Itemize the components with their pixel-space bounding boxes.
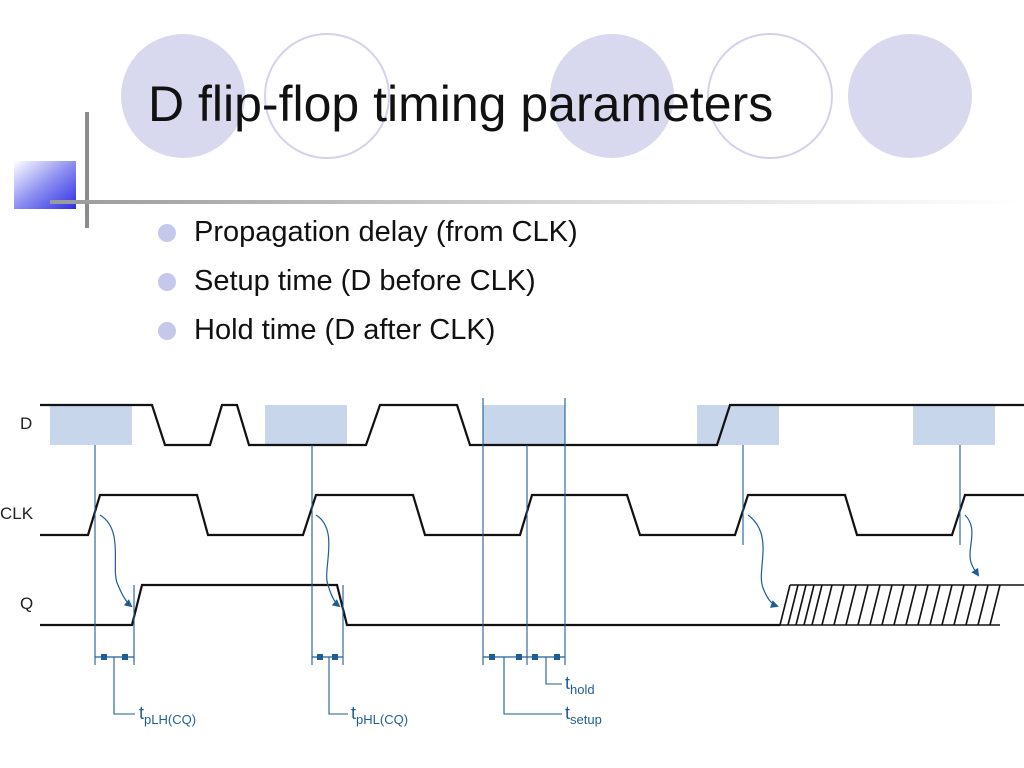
q-unknown-region (779, 584, 1024, 626)
d-waveform (40, 403, 1024, 447)
label-tsetup: tsetup (565, 703, 602, 727)
bullet-item: Hold time (D after CLK) (158, 311, 578, 360)
clk-waveform (40, 493, 1024, 537)
bullet-text: Hold time (D after CLK) (194, 314, 496, 346)
setup-hold-window (913, 405, 995, 445)
setup-hold-window (50, 405, 132, 445)
deco-circle (121, 34, 245, 158)
arrow-icon (315, 514, 341, 608)
signal-label-d: D (20, 414, 32, 433)
arrow-icon (964, 514, 980, 577)
interval-markers (95, 654, 565, 660)
header-decoration (14, 33, 1024, 228)
setup-hold-window (265, 405, 347, 445)
deco-circle (550, 34, 674, 158)
bullet-dot-icon (158, 322, 176, 340)
leader-lines (113, 657, 562, 715)
signal-label-clk: CLK (0, 504, 34, 523)
arrow-icon (747, 514, 779, 608)
deco-circle (707, 33, 833, 159)
label-tplh: tpLH(CQ) (139, 703, 196, 727)
setup-hold-window (697, 405, 779, 445)
q-waveform (40, 583, 780, 627)
setup-hold-window (483, 405, 565, 445)
bullet-item: Setup time (D before CLK) (158, 262, 578, 311)
reference-lines (94, 398, 961, 665)
signal-label-q: Q (20, 594, 33, 613)
horizontal-rule (50, 200, 1024, 204)
timing-diagram: D CLK Q (0, 398, 1024, 727)
label-thold: thold (565, 673, 595, 697)
bullet-dot-icon (158, 224, 176, 242)
causal-arrows (99, 514, 980, 608)
deco-circle (264, 33, 390, 159)
bullet-text: Propagation delay (from CLK) (194, 216, 578, 248)
label-tphl: tpHL(CQ) (351, 703, 408, 727)
slide-title: D flip-flop timing parameters (148, 76, 774, 132)
bullet-text: Setup time (D before CLK) (194, 265, 536, 297)
arrow-icon (99, 514, 133, 608)
vertical-rule (85, 112, 89, 228)
bullet-item: Propagation delay (from CLK) (158, 213, 578, 262)
bullet-list: Propagation delay (from CLK) Setup time … (158, 213, 578, 360)
d-timing-windows (50, 405, 995, 445)
bullet-dot-icon (158, 273, 176, 291)
deco-circle (848, 34, 972, 158)
